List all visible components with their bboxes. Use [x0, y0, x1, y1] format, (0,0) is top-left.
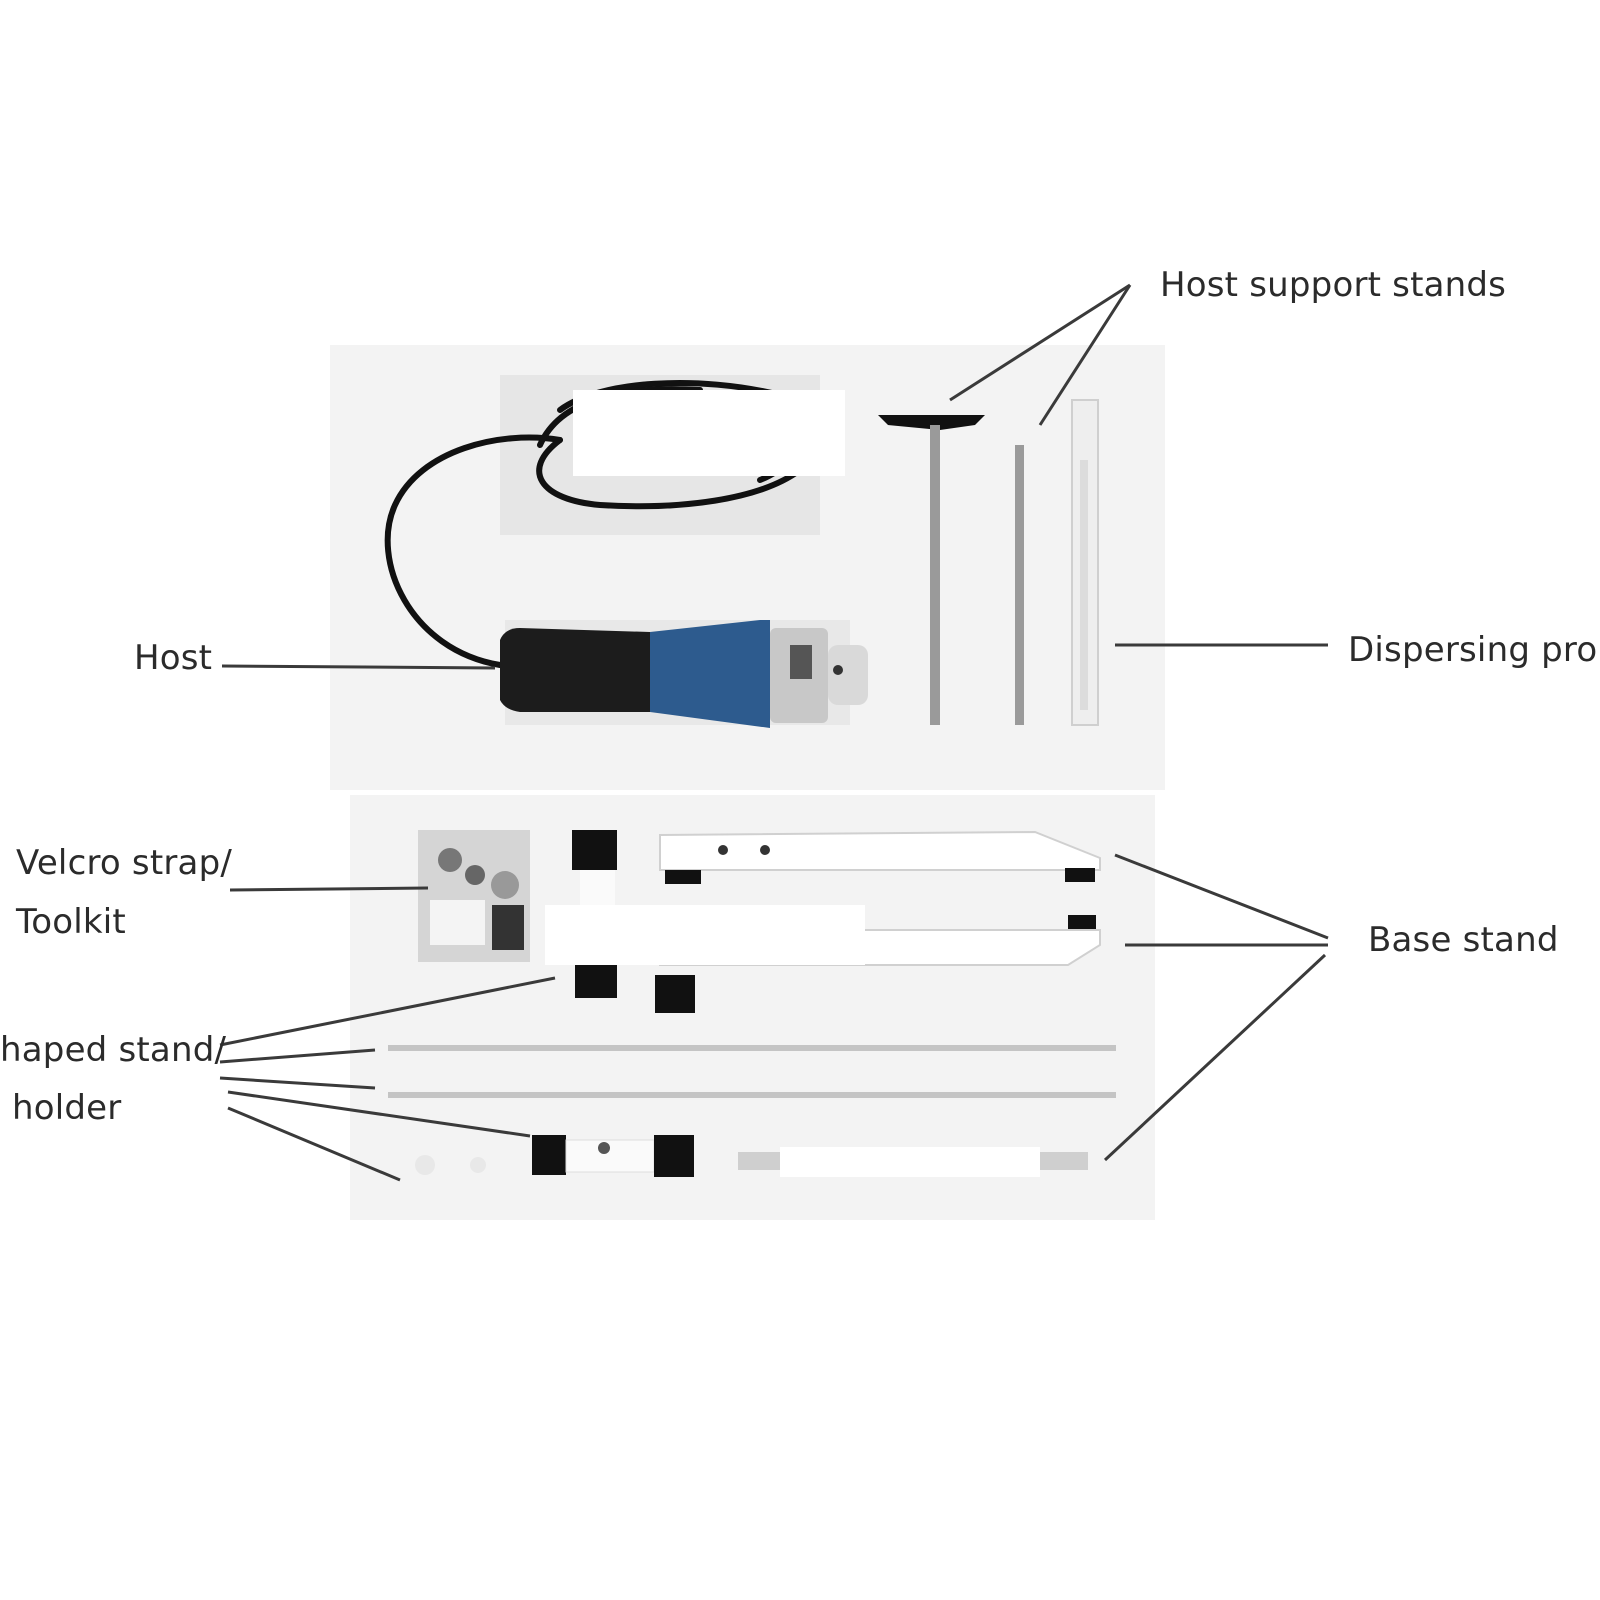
holder-label: holder	[12, 1088, 122, 1128]
clamp-bar-icon	[532, 1135, 694, 1177]
holder-ring-icon	[470, 1157, 486, 1173]
label-cover	[545, 905, 865, 965]
clamp-block-icon	[572, 830, 617, 870]
clamp-block-icon	[575, 960, 617, 998]
shaped-stand-label: haped stand/	[0, 1030, 227, 1070]
host-support-stands-label: Host support stands	[1160, 265, 1507, 305]
support-rod-icon	[1015, 445, 1024, 725]
dispersing-probe-icon	[1071, 399, 1099, 726]
velcro-strap-label: Velcro strap/	[16, 843, 233, 883]
host-label: Host	[134, 638, 213, 678]
host-tool-icon	[500, 620, 868, 728]
toolkit-label: Toolkit	[16, 902, 126, 942]
long-rod-icon	[388, 1092, 1116, 1098]
label-cover	[573, 390, 845, 476]
base-stand-label: Base stand	[1368, 920, 1559, 960]
t-bar-stand-icon	[878, 415, 985, 725]
holder-ring-icon	[415, 1155, 435, 1175]
toolkit-bag-icon	[418, 830, 530, 962]
clamp-block-icon	[655, 975, 695, 1013]
base-stand-arm-icon	[659, 830, 1101, 884]
clamp-block-icon	[580, 870, 615, 905]
dispersing-probe-label: Dispersing probe	[1348, 630, 1600, 670]
long-rod-icon	[388, 1045, 1116, 1051]
base-stand-rod-icon	[738, 1147, 1088, 1177]
leader-lines	[219, 283, 1329, 1182]
